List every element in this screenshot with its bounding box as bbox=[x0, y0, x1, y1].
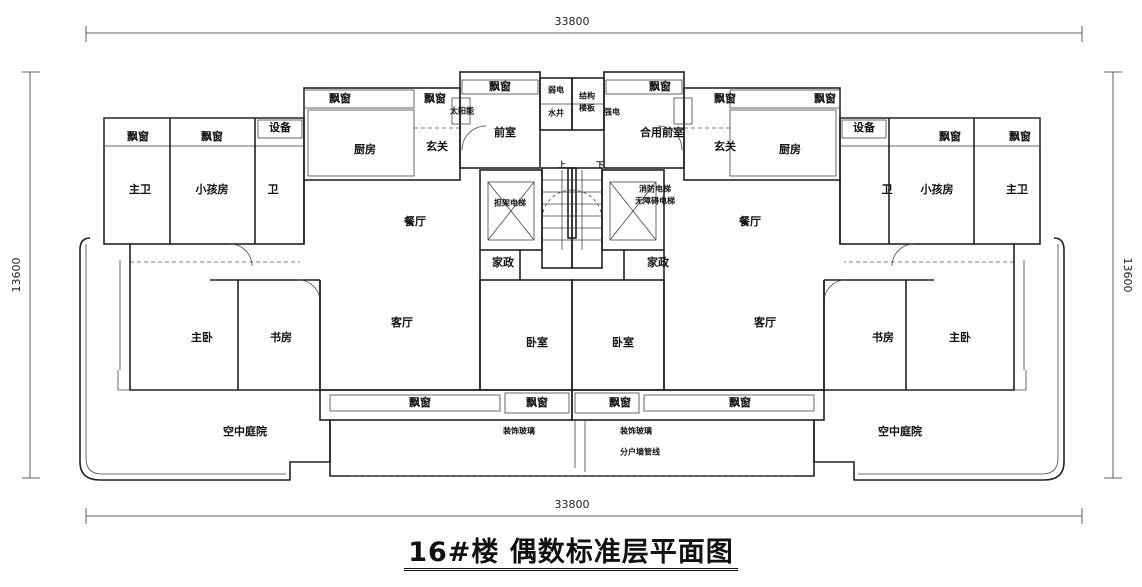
foyer-label-right: 玄关 bbox=[714, 139, 736, 153]
solar-label: 太阳能 bbox=[449, 106, 474, 116]
dimension-left: 13600 bbox=[10, 258, 23, 293]
bay-window-label: 飘窗 bbox=[489, 79, 511, 93]
dining-label-right: 餐厅 bbox=[738, 214, 761, 228]
living-label-left: 客厅 bbox=[390, 315, 413, 329]
master-bath-label-right: 主卫 bbox=[1006, 182, 1028, 196]
bay-window-label: 飘窗 bbox=[609, 395, 631, 409]
pipe-note-label: 分户墙管线 bbox=[620, 447, 660, 457]
kids-room-label-right: 小孩房 bbox=[920, 182, 954, 196]
room-labels: 飘窗 飘窗 飘窗 飘窗 飘窗 飘窗 飘窗 飘窗 飘窗 飘窗 飘窗 飘窗 飘窗 飘… bbox=[127, 79, 1031, 457]
weak-power-label: 弱电 bbox=[548, 85, 564, 95]
deco-glass-label-left: 装饰玻璃 bbox=[502, 426, 535, 436]
elevator-label-right-2: 无障碍电梯 bbox=[634, 196, 675, 206]
bedroom-label-left: 卧室 bbox=[526, 335, 548, 349]
dimension-bottom: 33800 bbox=[555, 498, 590, 511]
sky-garden-label-right: 空中庭院 bbox=[878, 424, 922, 438]
study-label-left: 书房 bbox=[270, 330, 292, 344]
dining-label-left: 餐厅 bbox=[403, 214, 426, 228]
bay-window-label: 飘窗 bbox=[424, 91, 446, 105]
foyer-label-left: 玄关 bbox=[426, 139, 448, 153]
bay-window-label: 飘窗 bbox=[1009, 129, 1031, 143]
living-label-right: 客厅 bbox=[753, 315, 776, 329]
bay-window-label: 飘窗 bbox=[714, 91, 736, 105]
bath-label-right: 卫 bbox=[882, 183, 893, 196]
lobby-label-left: 前室 bbox=[494, 125, 516, 139]
equipment-label-left: 设备 bbox=[269, 120, 292, 134]
elevator-label-right-1: 消防电梯 bbox=[639, 184, 671, 194]
kids-room-label-left: 小孩房 bbox=[195, 182, 229, 196]
bay-window-label: 飘窗 bbox=[649, 79, 671, 93]
stair-handrail bbox=[567, 167, 577, 239]
deco-glass-label-right: 装饰玻璃 bbox=[619, 426, 652, 436]
dimension-right: 13600 bbox=[1121, 258, 1134, 293]
utility-label-left: 家政 bbox=[492, 255, 515, 269]
bay-window-label: 飘窗 bbox=[814, 91, 836, 105]
bay-window-label: 飘窗 bbox=[329, 91, 351, 105]
drawing-title: 16#楼 偶数标准层平面图 bbox=[0, 530, 1142, 571]
kitchen-label-right: 厨房 bbox=[779, 142, 801, 156]
equipment-label-right: 设备 bbox=[853, 120, 876, 134]
bay-window-label: 飘窗 bbox=[526, 395, 548, 409]
slab-label: 楼板 bbox=[579, 103, 596, 113]
master-bath-label-left: 主卫 bbox=[129, 182, 151, 196]
master-bedroom-label-right: 主卧 bbox=[949, 330, 971, 344]
drawing-title-text: 16#楼 偶数标准层平面图 bbox=[404, 537, 738, 571]
sky-garden-label-left: 空中庭院 bbox=[223, 424, 267, 438]
bay-window-label: 飘窗 bbox=[939, 129, 961, 143]
stair-up-label: 上 bbox=[558, 160, 566, 170]
dimension-top: 33800 bbox=[555, 15, 590, 28]
lobby-label-right: 合用前室 bbox=[640, 125, 684, 139]
bay-window-label: 飘窗 bbox=[729, 395, 751, 409]
utility-label-right: 家政 bbox=[647, 255, 670, 269]
strong-power-label: 强电 bbox=[604, 107, 620, 117]
bath-label-left: 卫 bbox=[268, 183, 279, 196]
master-bedroom-label-left: 主卧 bbox=[191, 330, 213, 344]
elevator-label-left: 担架电梯 bbox=[494, 198, 526, 208]
water-shaft-label: 水井 bbox=[547, 108, 564, 118]
dimension-lines bbox=[22, 26, 1122, 524]
structure-label: 结构 bbox=[579, 91, 595, 101]
bay-window-label: 飘窗 bbox=[409, 395, 431, 409]
unit-walls bbox=[79, 71, 573, 481]
bay-window-label: 飘窗 bbox=[201, 129, 223, 143]
bedroom-label-right: 卧室 bbox=[612, 335, 634, 349]
stair-down-label: 下 bbox=[596, 161, 604, 170]
study-label-right: 书房 bbox=[872, 330, 894, 344]
bay-window-label: 飘窗 bbox=[127, 129, 149, 143]
kitchen-label-left: 厨房 bbox=[354, 142, 376, 156]
